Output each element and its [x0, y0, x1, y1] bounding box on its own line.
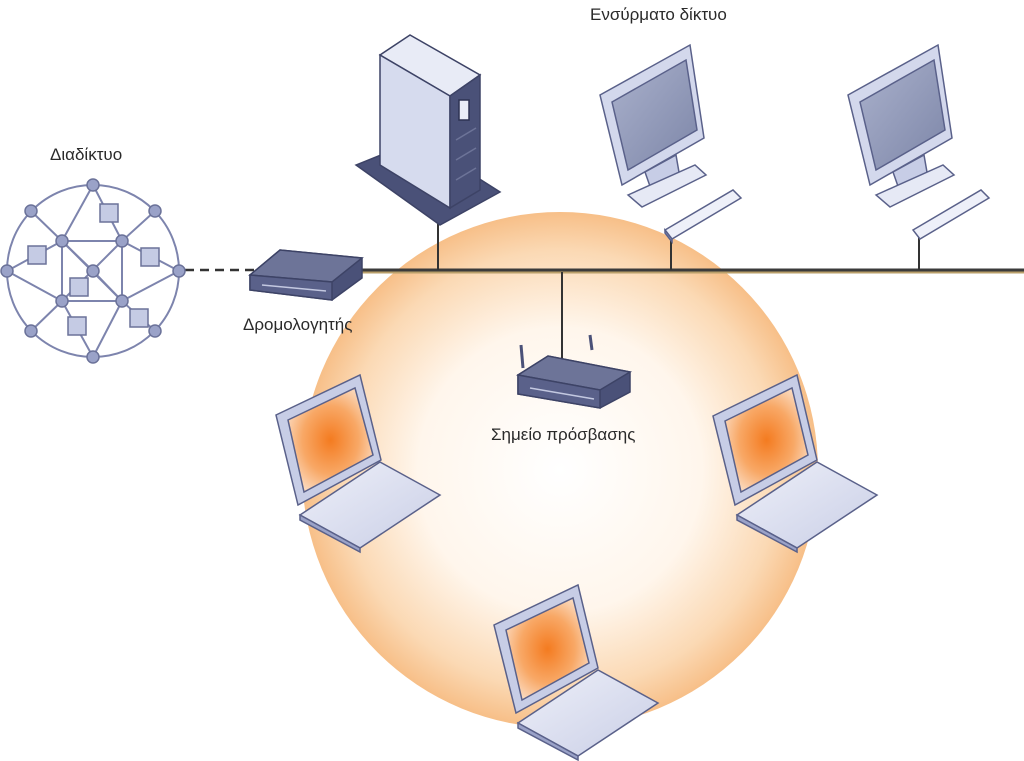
globe-nodes [0, 178, 186, 364]
router-label: Δρομολογητής [243, 315, 353, 334]
monitor-icon [847, 43, 991, 240]
wired-backbone-cable [360, 268, 1024, 274]
wireless-coverage-area [302, 212, 818, 728]
wired-network-label: Ενσύρματο δίκτυο [590, 5, 727, 24]
server-icon [354, 34, 502, 226]
router-icon [248, 249, 364, 301]
laptop-icon [712, 373, 879, 554]
laptop-icon [275, 373, 442, 554]
laptop-icon [493, 583, 660, 761]
globe-hosts [27, 203, 160, 336]
monitor-icon [599, 43, 743, 245]
internet-label: Διαδίκτυο [50, 145, 123, 164]
access-point-icon [515, 334, 633, 409]
access-point-label: Σημείο πρόσβασης [491, 425, 636, 444]
